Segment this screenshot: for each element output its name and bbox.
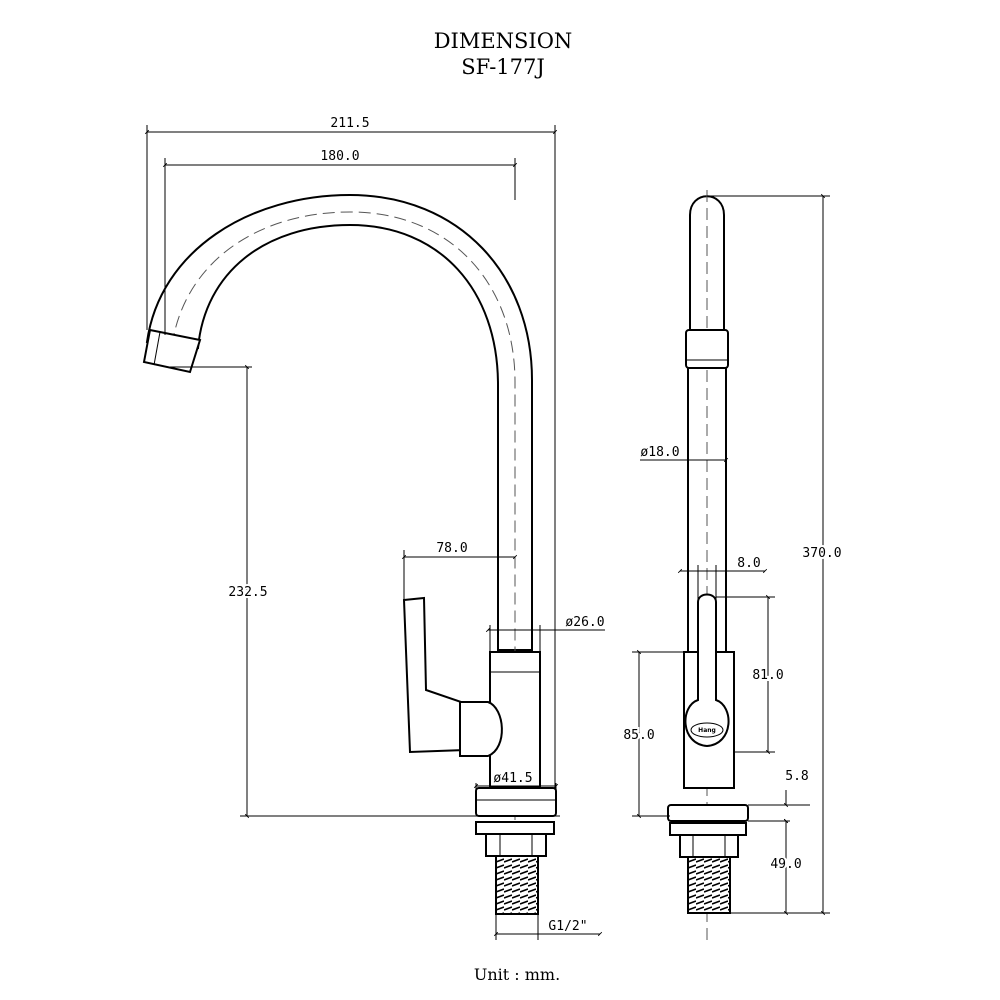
shank-length-label: 49.0: [770, 857, 801, 872]
dimension-spout-reach: 180.0: [162, 149, 518, 335]
body-diameter-label: ø26.0: [565, 615, 604, 630]
side-view: Hang ø18.0 8.0 81.0: [621, 190, 844, 940]
total-height-label: 370.0: [802, 546, 841, 561]
model-number: SF-177J: [461, 55, 545, 79]
aerator-side: [685, 329, 729, 369]
dimension-overall-width: 211.5: [144, 116, 558, 790]
dimension-offset: 8.0: [677, 556, 768, 600]
overall-width-label: 211.5: [330, 116, 369, 131]
spout-height-label: 232.5: [228, 585, 267, 600]
dimension-body-height: 85.0: [621, 649, 684, 819]
base-plate-side: [667, 804, 749, 822]
front-view: 211.5 180.0 232.5 78.0 ø26.0: [142, 116, 605, 940]
base-thickness-label: 5.8: [785, 769, 808, 784]
aerator-detail: [153, 331, 161, 366]
dimension-spout-height: 232.5: [170, 364, 560, 819]
dimension-handle-width: 78.0: [401, 541, 518, 600]
handle-height-label: 81.0: [752, 668, 783, 683]
handle-width-label: 78.0: [436, 541, 467, 556]
drawing-title: DIMENSION: [434, 29, 573, 53]
base-diameter-label: ø41.5: [493, 771, 532, 786]
threaded-shank-side: [687, 856, 731, 914]
dimension-tube-diameter: ø18.0: [640, 445, 729, 463]
base-plate-front: [475, 787, 557, 817]
threaded-shank-front: [495, 855, 539, 915]
brand-badge: [690, 722, 724, 738]
unit-note: Unit : mm.: [474, 965, 560, 984]
dimension-base-diameter: ø41.5: [473, 771, 559, 790]
brand-label: Hang: [698, 727, 716, 734]
tube-diameter-label: ø18.0: [640, 445, 679, 460]
spout-centerline: [171, 211, 516, 820]
washer-side: [669, 822, 747, 836]
dimension-handle-height: 81.0: [716, 594, 786, 755]
handle-hub: [459, 701, 503, 757]
dimension-thread: G1/2": [493, 914, 603, 940]
dimension-body-diameter: ø26.0: [485, 615, 605, 652]
body-height-label: 85.0: [623, 728, 654, 743]
thread-label: G1/2": [548, 919, 587, 934]
washer-front: [475, 821, 555, 835]
dimension-base-thickness: 5.8: [748, 769, 810, 828]
handle-side: [684, 593, 730, 748]
offset-label: 8.0: [737, 556, 760, 571]
spout-reach-label: 180.0: [320, 149, 359, 164]
dimension-total-height: 370.0: [707, 193, 844, 916]
spout-outer: [145, 193, 533, 651]
nut-front: [485, 833, 547, 857]
nut-side: [679, 834, 739, 858]
